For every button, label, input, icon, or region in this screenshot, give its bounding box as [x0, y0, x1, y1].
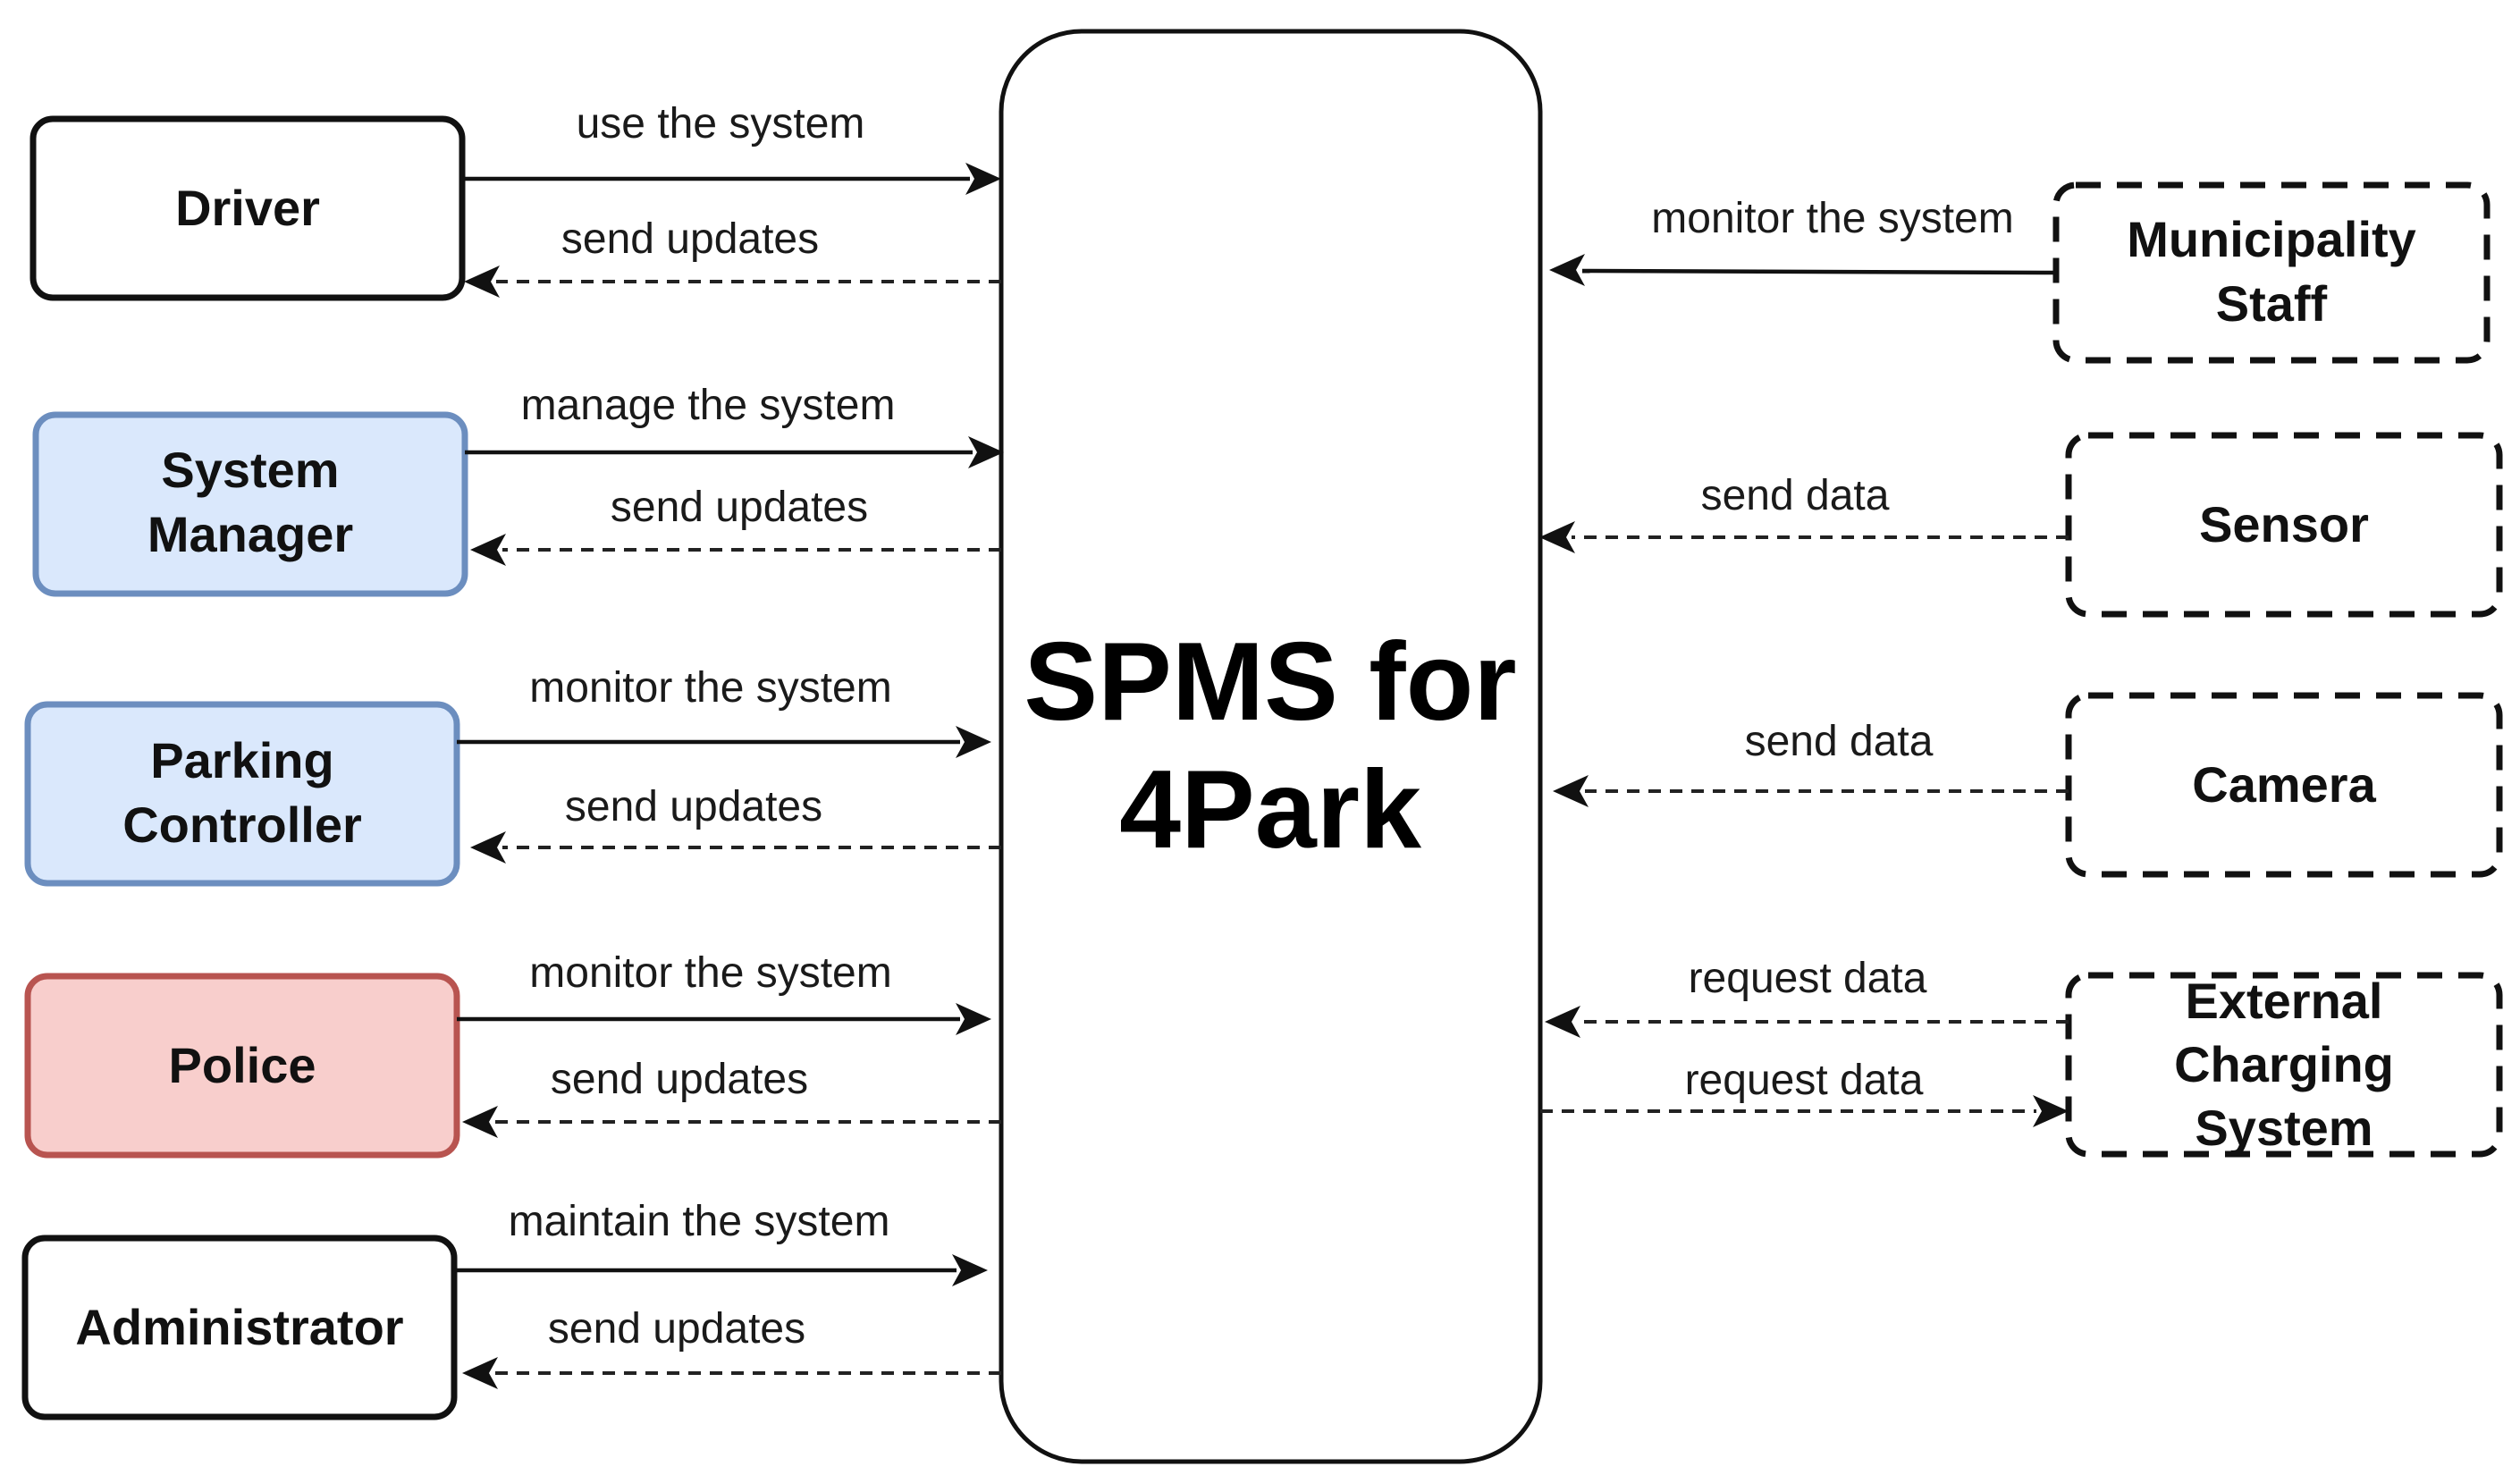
spms-system-label-line2: 4Park [1119, 748, 1422, 872]
flow-police-monitor-the-system: monitor the system [457, 949, 991, 1035]
actor-external-charging-system: External Charging System [2065, 972, 2503, 1158]
actor-external-charging-system-label-line3: System [2195, 1100, 2373, 1156]
flow-police-send-updates: send updates [462, 1056, 1001, 1138]
actor-administrator: Administrator [21, 1235, 458, 1420]
spms-system-label-line1: SPMS for [1024, 620, 1516, 744]
actor-system-manager-label-line1: System [161, 442, 339, 498]
flow-municipality-staff-monitor-the-system: monitor the system [1549, 195, 2057, 286]
actor-police-box [24, 973, 460, 1159]
arrowhead [952, 1254, 988, 1286]
flow-label: maintain the system [509, 1198, 890, 1245]
flow-system-manager-send-updates: send updates [470, 484, 1001, 566]
arrowhead [956, 726, 991, 758]
flow-label: request data [1685, 1057, 1924, 1104]
flow-label: request data [1689, 955, 1927, 1002]
flow-parking-controller-send-updates: send updates [470, 783, 1001, 864]
actor-parking-controller-label-line2: Controller [122, 796, 362, 853]
flow-label: send updates [561, 215, 819, 263]
flow-label: send updates [551, 1056, 808, 1103]
actor-police-label: Police [169, 1037, 316, 1093]
flow-external-charging-request-data-to-system: request data [1545, 955, 2069, 1038]
actor-municipality-staff-label-line1: Municipality [2127, 211, 2416, 267]
arrowhead [1545, 1006, 1580, 1038]
arrowhead [462, 1357, 498, 1389]
flow-external-charging-request-data-from-system: request data [1540, 1057, 2069, 1127]
actor-camera-box [2065, 692, 2503, 878]
actor-sensor: Sensor [2065, 432, 2503, 618]
spms-system-node: SPMS for 4Park [999, 29, 1543, 1464]
spms-system-box [999, 29, 1543, 1464]
actor-driver-label: Driver [175, 180, 320, 236]
flow-label: send data [1701, 472, 1890, 519]
actor-parking-controller-box [24, 701, 460, 887]
arrowhead [470, 534, 506, 566]
actor-municipality-staff-label-line2: Staff [2216, 275, 2328, 332]
actor-parking-controller: Parking Controller [24, 701, 460, 887]
arrowhead [464, 266, 500, 298]
actor-police: Police [24, 973, 460, 1159]
arrowhead [956, 1003, 991, 1035]
arrowhead [2033, 1095, 2069, 1127]
actor-administrator-label: Administrator [75, 1299, 403, 1355]
arrowhead [965, 163, 1001, 195]
arrowhead [968, 436, 1004, 468]
flow-administrator-send-updates: send updates [462, 1305, 1001, 1389]
actor-external-charging-system-label-line2: Charging [2174, 1036, 2394, 1092]
actor-driver: Driver [29, 115, 466, 301]
flow-sensor-send-data: send data [1539, 472, 2069, 553]
arrowhead [462, 1106, 498, 1138]
flow-driver-use-the-system: use the system [462, 100, 1001, 195]
flow-label: send updates [565, 783, 822, 830]
actor-sensor-box [2065, 432, 2503, 618]
actor-external-charging-system-label-line1: External [2186, 973, 2383, 1029]
actor-camera-label: Camera [2192, 756, 2376, 813]
flow-label: use the system [577, 100, 865, 148]
actor-system-manager: System Manager [32, 411, 468, 597]
flow-driver-send-updates: send updates [464, 215, 1001, 298]
flow-parking-controller-monitor-the-system: monitor the system [457, 664, 991, 758]
arrowhead [1539, 521, 1575, 553]
flow-label: send updates [548, 1305, 805, 1353]
actor-system-manager-label-line2: Manager [147, 506, 353, 562]
flow-camera-send-data: send data [1553, 718, 2069, 807]
flow-label: send updates [611, 484, 868, 531]
flow-label: manage the system [521, 382, 896, 429]
flow-label: send data [1745, 718, 1934, 765]
flow-line [1581, 268, 2057, 275]
flow-system-manager-manage-the-system: manage the system [465, 382, 1004, 468]
flow-label: monitor the system [529, 664, 891, 712]
actor-driver-box [29, 115, 466, 301]
flow-label: monitor the system [1651, 195, 2013, 242]
arrowhead [470, 831, 506, 864]
flow-label: monitor the system [529, 949, 891, 997]
arrowhead [1553, 775, 1589, 807]
actor-system-manager-box [32, 411, 468, 597]
actor-sensor-label: Sensor [2199, 496, 2369, 552]
arrowhead [1549, 254, 1585, 286]
actor-camera: Camera [2065, 692, 2503, 878]
actor-parking-controller-label-line1: Parking [150, 732, 333, 788]
flow-administrator-maintain-the-system: maintain the system [454, 1198, 988, 1286]
actor-administrator-box [21, 1235, 458, 1420]
actor-municipality-staff: Municipality Staff [2052, 181, 2491, 364]
actor-external-charging-system-box [2065, 972, 2503, 1158]
